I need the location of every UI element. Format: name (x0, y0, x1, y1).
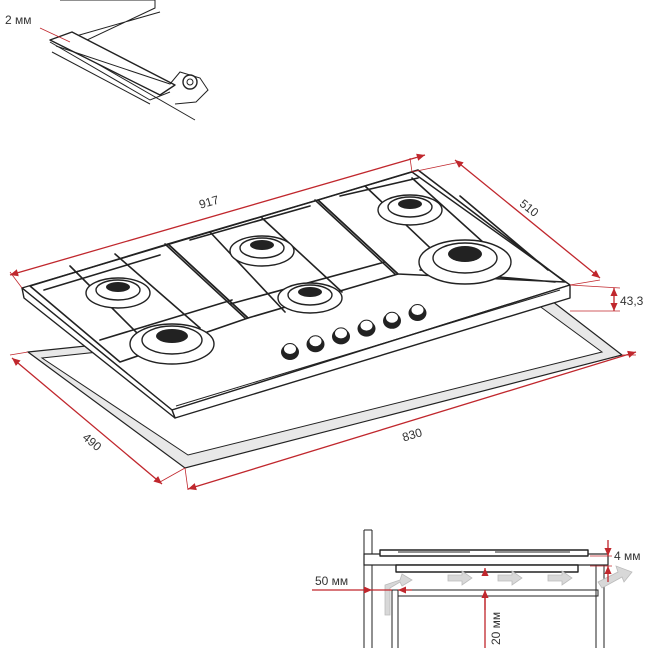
burner-front-center (277, 282, 343, 314)
seal-thickness-label: 2 мм (5, 13, 32, 27)
airflow-arrow-icon (497, 570, 523, 586)
cabinet-shelf (392, 589, 599, 597)
seal-strip (49, 31, 176, 96)
airflow-arrow-icon (547, 570, 573, 586)
burner-front-left-wok (129, 323, 215, 365)
seal-profile (51, 45, 209, 105)
airflow-inlet-icon (384, 573, 413, 616)
bottom-clearance-label: 20 мм (489, 612, 503, 645)
burner-rear-right (377, 194, 443, 226)
airflow-outlet-icon (597, 565, 633, 589)
knob-icon (408, 304, 427, 321)
hob-section (379, 549, 589, 557)
dim-hob-height: 43,3 (569, 284, 644, 312)
knob-icon (383, 311, 401, 329)
hob-height-label: 43,3 (620, 294, 644, 308)
seal-bolt-icon (182, 74, 198, 90)
airflow-arrow-icon (447, 570, 473, 586)
hob-width-label: 917 (197, 193, 220, 212)
cabinet-side-right (595, 565, 605, 648)
hob-depth-label: 510 (517, 196, 542, 220)
burner-right-wok (418, 239, 512, 285)
knob-icon (357, 319, 376, 337)
vent-gap-label: 4 мм (614, 549, 641, 563)
burner-rear-center (229, 235, 295, 267)
dim-hob-width: 917 (9, 153, 426, 289)
dim-cutout-width: 830 (184, 350, 637, 491)
cabinet-side-left (391, 589, 399, 648)
cutout-depth-label: 490 (80, 430, 105, 454)
knob-icon (306, 335, 325, 353)
seal-detail: 2 мм (5, 0, 209, 121)
installation-section: 50 мм 20 мм 4 мм (312, 529, 641, 648)
cutout-width-label: 830 (401, 425, 425, 444)
knob-icon (332, 327, 350, 345)
wall (363, 529, 373, 648)
side-clearance-label: 50 мм (315, 574, 348, 588)
burner-rear-left (85, 277, 151, 309)
airflow-arrows (384, 565, 633, 616)
